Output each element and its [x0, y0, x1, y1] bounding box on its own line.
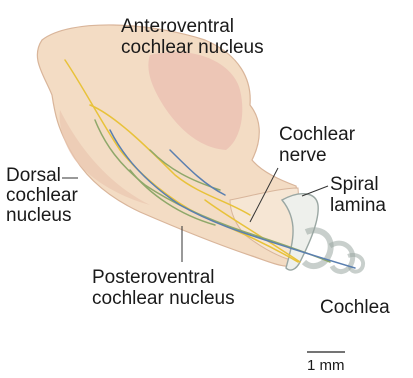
label-cochlear-nerve-line1: Cochlear [279, 124, 356, 145]
label-anteroventral-line2: cochlear nucleus [121, 37, 264, 58]
scale-bar-label: 1 mm [307, 357, 345, 374]
label-posteroventral-line1: Posteroventral [92, 267, 215, 288]
label-spiral-lamina-line2: lamina [330, 195, 386, 216]
label-cochlea: Cochlea [320, 297, 390, 318]
label-posteroventral-line2: cochlear nucleus [92, 288, 235, 309]
label-spiral-lamina-line1: Spiral [330, 174, 379, 195]
leader-spiral-lamina [302, 186, 328, 196]
label-dorsal-line2: cochlear [6, 185, 78, 206]
label-dorsal-line3: nucleus [6, 205, 72, 226]
cochlear-nucleus-body [37, 25, 300, 266]
label-cochlear-nerve-line2: nerve [279, 145, 327, 166]
label-anteroventral-line1: Anteroventral [121, 16, 234, 37]
label-dorsal-line1: Dorsal [6, 165, 61, 186]
scale-bar: 1 mm [307, 352, 345, 374]
